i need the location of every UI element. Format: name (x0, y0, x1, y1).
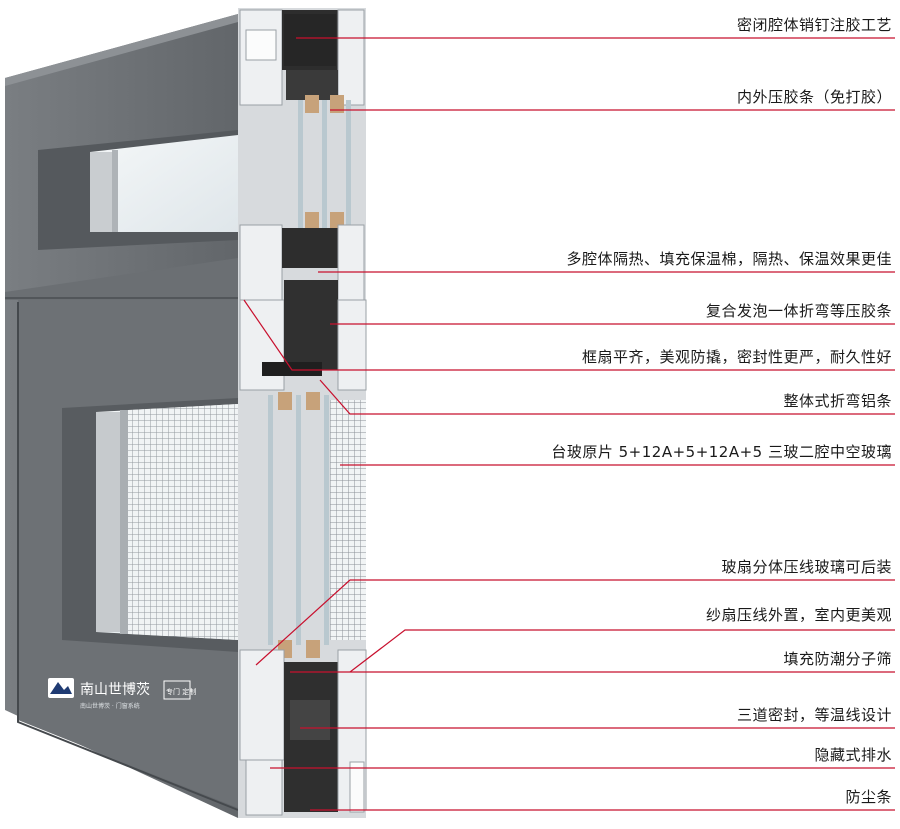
callout-insulation: 多腔体隔热、填充保温棉，隔热、保温效果更佳 (566, 250, 892, 268)
callout-aluminum-strip: 整体式折弯铝条 (783, 392, 892, 410)
brand-name: 南山世博茨 (80, 681, 150, 698)
lower-glass-opening (62, 398, 238, 652)
brand-sub: 南山世博茨 · 门窗系统 (80, 702, 140, 710)
callout-triple-glass: 台玻原片 5+12A+5+12A+5 三玻二腔中空玻璃 (551, 443, 892, 461)
leader-lines (243, 37, 895, 811)
profile-cross-section (238, 8, 367, 818)
callout-screen-bead: 纱扇压线外置，室内更美观 (705, 606, 892, 624)
upper-glass-opening (38, 130, 238, 250)
callout-desiccant: 填充防潮分子筛 (783, 650, 892, 668)
callout-glass-bead: 玻扇分体压线玻璃可后装 (721, 558, 892, 576)
callout-gasket: 内外压胶条（免打胶） (736, 88, 892, 106)
brand-tag: 专门 定制 (166, 687, 196, 696)
callout-foam-gasket: 复合发泡一体折弯等压胶条 (705, 302, 892, 320)
callout-hidden-drainage: 隐藏式排水 (814, 746, 892, 764)
brand-logo: 南山世博茨 专门 定制 南山世博茨 · 门窗系统 (48, 678, 196, 710)
callout-dust-strip: 防尘条 (845, 788, 892, 806)
callout-triple-seal: 三道密封，等温线设计 (736, 706, 892, 724)
callout-flush-frame: 框扇平齐，美观防撬，密封性更严，耐久性好 (581, 348, 892, 366)
callout-sealed-cavity: 密闭腔体销钉注胶工艺 (736, 16, 892, 34)
